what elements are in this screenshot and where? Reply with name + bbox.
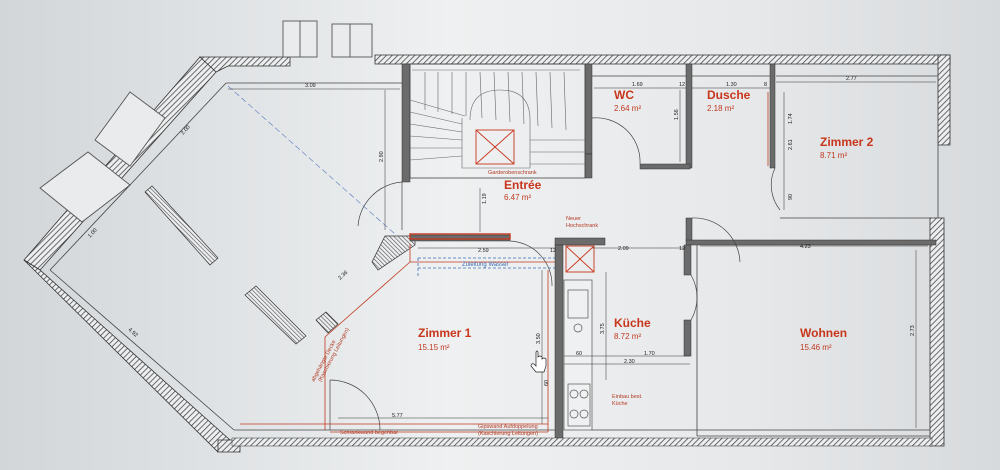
dim-label: 1.69 [632, 82, 643, 88]
hand-cursor-icon [530, 350, 547, 373]
annotation-lines [240, 92, 769, 433]
room-name-zimmer1: Zimmer 1 [418, 326, 472, 340]
kitchen-counter [563, 279, 593, 431]
dim-label: 2.73 [910, 325, 916, 336]
room-area-entree: 6.47 m² [504, 193, 531, 202]
room-area-zimmer2: 8.71 m² [820, 151, 847, 160]
dim-label: 2.90 [379, 151, 385, 162]
hochschrank-cabinet [565, 245, 595, 273]
room-name-dusche: Dusche [707, 88, 751, 102]
room-area-kueche: 8.72 m² [614, 332, 641, 341]
dim-label: 1.56 [674, 109, 680, 120]
bay-structures [39, 20, 373, 223]
dim-label: 4.92 [127, 327, 139, 339]
room-name-wohnen: Wohnen [800, 326, 847, 340]
note-zuleitung: Zuleitung Wasser [462, 262, 508, 268]
interior-wall-pieces [144, 185, 416, 345]
dim-label: 1.00 [87, 227, 99, 239]
room-area-wc: 2.64 m² [614, 104, 641, 113]
room-area-wohnen: 15.46 m² [800, 343, 832, 352]
dimension-labels: 3.09 1.69 12 1.30 8 2.77 2.90 2.00 1.56 … [87, 76, 916, 419]
dim-label: 90 [788, 194, 794, 200]
dim-label: 3.75 [600, 323, 606, 334]
note-einbau-1: Einbau best. [612, 394, 643, 400]
dim-label: 2.36 [337, 270, 349, 282]
note-abgehaengt-2: (Kaschierung Leitungen) [317, 327, 351, 383]
dim-label: 4.23 [800, 244, 811, 250]
dim-label: 1.70 [644, 351, 655, 357]
note-hochschrank-2: Hochschrank [566, 223, 598, 229]
note-gipswand-2: (Kaschierung Leitungen) [478, 431, 538, 437]
dim-label: 2.30 [624, 359, 635, 365]
dim-label: 1.19 [482, 193, 488, 204]
note-hochschrank-1: Neuer [566, 216, 581, 222]
inner-outlines [49, 63, 939, 437]
dim-label: 12 [550, 248, 556, 254]
garderobe-cabinet [475, 129, 515, 165]
exterior-walls [23, 54, 951, 453]
room-name-kueche: Küche [614, 316, 651, 330]
room-labels: WC 2.64 m² Dusche 2.18 m² Zimmer 2 8.71 … [418, 88, 874, 352]
dim-label: 1.30 [726, 82, 737, 88]
dim-label: 60 [544, 380, 550, 386]
staircase [409, 69, 585, 169]
water-supply-line [417, 257, 555, 276]
dim-label: 5.77 [392, 413, 403, 419]
dim-label: 60 [576, 351, 582, 357]
note-gipswand-1: Gipswand Aufdoppelung [478, 424, 538, 430]
note-schrankwand: Schrankwand begehbar [340, 430, 398, 436]
interior-walls [231, 63, 937, 447]
door-swings [329, 117, 781, 431]
dimension-lines [228, 81, 936, 428]
note-einbau-2: Küche [612, 401, 628, 407]
note-garderobe: Garderobenschrank [488, 170, 537, 176]
room-name-entree: Entrée [504, 178, 542, 192]
dim-label: 12 [679, 246, 685, 252]
room-name-zimmer2: Zimmer 2 [820, 135, 874, 149]
dim-label: 2.59 [478, 248, 489, 254]
dim-label: 2.77 [846, 76, 857, 82]
dashed-diagonal [227, 85, 396, 235]
dim-label: 8 [764, 82, 767, 88]
dim-label: 2.00 [180, 124, 192, 136]
dim-label: 2.09 [618, 246, 629, 252]
dim-label: 3.50 [536, 333, 542, 344]
room-name-wc: WC [614, 88, 634, 102]
dim-label: 12 [679, 82, 685, 88]
dim-label: 1.74 [788, 113, 794, 124]
room-area-dusche: 2.18 m² [707, 104, 734, 113]
dim-label: 2.61 [788, 139, 794, 150]
dim-label: 3.09 [305, 83, 316, 89]
annotations: Garderobenschrank Neuer Hochschrank Zule… [310, 170, 643, 437]
room-area-zimmer1: 15.15 m² [418, 343, 450, 352]
